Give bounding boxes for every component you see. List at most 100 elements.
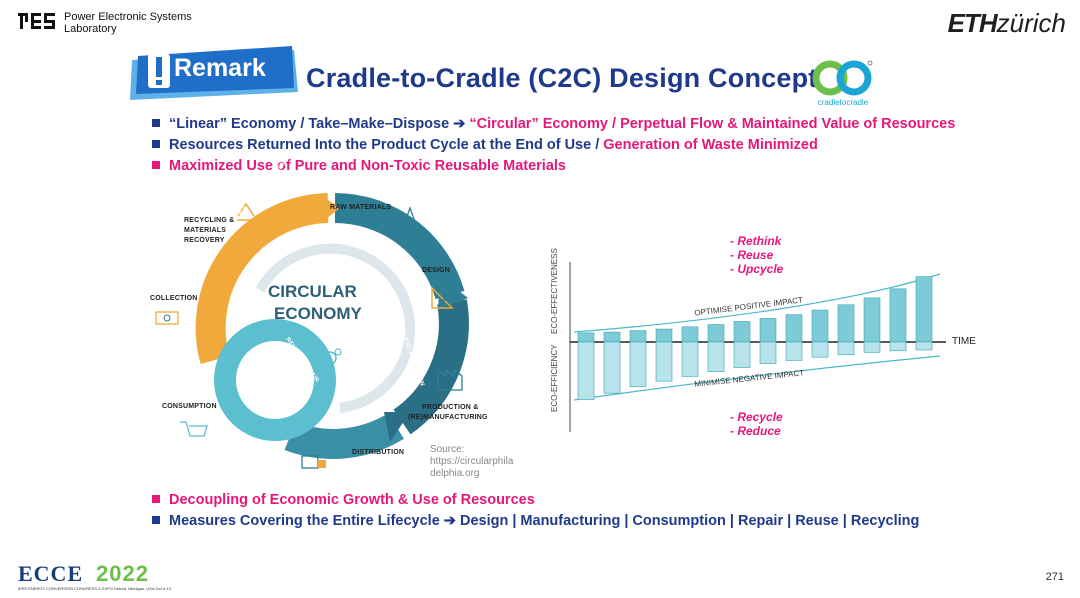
label-upcycle: - Upcycle bbox=[730, 262, 784, 276]
negative-impact-bar bbox=[577, 341, 595, 400]
positive-impact-bar bbox=[577, 332, 595, 343]
negative-impact-bar bbox=[837, 341, 855, 356]
ecce-year-text: 2022 bbox=[96, 561, 149, 586]
inner-text-4: POSSIBLE bbox=[257, 388, 295, 395]
impact-chart: - Rethink - Reuse - Upcycle - Recycle - … bbox=[550, 232, 990, 440]
slide-title: Cradle-to-Cradle (C2C) Design Concept bbox=[306, 63, 818, 93]
source-line3[interactable]: delphia.org bbox=[430, 468, 480, 479]
label-rethink: - Rethink bbox=[730, 234, 782, 248]
positive-impact-bar bbox=[733, 321, 751, 343]
label-collection: COLLECTION bbox=[150, 295, 198, 302]
negative-impact-bar bbox=[603, 341, 621, 394]
label-raw-materials: RAW MATERIALS bbox=[330, 204, 392, 211]
collection-truck-icon bbox=[155, 311, 179, 325]
label-recycling-3: RECOVERY bbox=[184, 237, 225, 244]
bullet-text: Maximized Use of Pure and Non-Toxic Reus… bbox=[169, 158, 566, 174]
time-label: TIME bbox=[952, 336, 976, 347]
eth-logo-light: zürich bbox=[996, 8, 1066, 38]
factory-icon bbox=[437, 368, 463, 391]
negative-impact-bar bbox=[811, 341, 829, 358]
negative-impact-bar bbox=[785, 341, 803, 361]
label-design: DESIGN bbox=[422, 267, 451, 274]
pes-logo bbox=[18, 11, 56, 36]
axis-label-efficiency: ECO-EFFICIENCY bbox=[550, 344, 559, 412]
negative-impact-bar bbox=[707, 341, 725, 372]
axis-label-effectiveness: ECO-EFFECTIVENESS bbox=[550, 248, 559, 334]
design-tools-icon bbox=[431, 281, 461, 309]
lab-name-line1: Power Electronic Systems bbox=[64, 11, 192, 23]
positive-impact-bar bbox=[837, 304, 855, 343]
negative-impact-bar bbox=[889, 341, 907, 352]
positive-impact-bar bbox=[915, 276, 933, 343]
inner-text-2: MATERIALS bbox=[254, 370, 298, 377]
positive-impact-bar bbox=[811, 309, 829, 343]
bullet-text: Resources Returned Into the Product Cycl… bbox=[169, 137, 604, 153]
cart-icon bbox=[180, 421, 208, 437]
bullet-text: “Linear” Economy / Take–Make–Dispose ➔ bbox=[169, 116, 470, 132]
label-distribution: DISTRIBUTION bbox=[352, 449, 405, 456]
negative-impact-bar bbox=[915, 341, 933, 351]
negative-impact-bar bbox=[733, 341, 751, 368]
label-production-2: (RE)MANUFACTURING bbox=[408, 414, 488, 421]
page-number: 271 bbox=[1045, 571, 1064, 583]
source-line2[interactable]: https://circularphila bbox=[430, 456, 514, 467]
bullet-square-icon bbox=[152, 495, 160, 503]
positive-impact-bar bbox=[681, 326, 699, 343]
remark-badge: Remark bbox=[128, 40, 300, 100]
c2c-infinity-icon bbox=[812, 60, 873, 96]
bullet-item: Maximized Use of Pure and Non-Toxic Reus… bbox=[152, 158, 566, 174]
label-recycle: - Recycle bbox=[730, 410, 783, 424]
label-reduce: - Reduce bbox=[730, 424, 781, 438]
trees-icon bbox=[389, 206, 419, 231]
label-consumption: CONSUMPTION bbox=[162, 403, 217, 410]
positive-impact-bar bbox=[759, 318, 777, 343]
positive-impact-bar bbox=[785, 314, 803, 343]
bullet-text: Decoupling of Economic Growth & Use of R… bbox=[169, 492, 535, 508]
ecce-logo: ECCE 2022 IEEE ENERGY CONVERSION CONGRES… bbox=[18, 561, 188, 595]
positive-impact-bar bbox=[707, 324, 725, 343]
negative-impact-bar bbox=[655, 341, 673, 382]
circular-economy-diagram: CIRCULAR ECONOMY USE MATERIALS AS LONG A… bbox=[140, 157, 540, 480]
bullet-text: Measures Covering the Entire Lifecycle ➔… bbox=[169, 513, 920, 529]
remark-badge-label: Remark bbox=[174, 54, 266, 82]
impact-chart-svg bbox=[569, 262, 946, 432]
eth-logo-bold: ETH bbox=[947, 8, 998, 38]
c2c-logo-text: cradletocradle bbox=[817, 98, 869, 107]
bullet-text: “Circular” Economy / Perpetual Flow & Ma… bbox=[469, 116, 956, 132]
positive-impact-bar bbox=[655, 328, 673, 343]
inner-text-3: AS LONG AS bbox=[253, 379, 299, 386]
bullet-square-icon bbox=[152, 119, 160, 127]
label-recycling-2: MATERIALS bbox=[184, 227, 227, 234]
negative-impact-bar bbox=[629, 341, 647, 388]
bullet-item: Measures Covering the Entire Lifecycle ➔… bbox=[152, 513, 919, 529]
lab-name-line2: Laboratory bbox=[64, 23, 117, 35]
negative-impact-bar bbox=[863, 341, 881, 353]
positive-impact-bar bbox=[629, 330, 647, 343]
impact-bars bbox=[577, 276, 933, 400]
positive-impact-bar bbox=[889, 288, 907, 343]
source-line1: Source: bbox=[430, 444, 465, 455]
circular-center-line2: ECONOMY bbox=[274, 304, 362, 323]
positive-impact-bar bbox=[603, 331, 621, 343]
bullet-square-icon bbox=[152, 140, 160, 148]
pes-logo-icon bbox=[18, 13, 55, 29]
bullet-item: Decoupling of Economic Growth & Use of R… bbox=[152, 492, 535, 508]
label-production-1: PRODUCTION & bbox=[422, 404, 479, 411]
bullet-text: Generation of Waste Minimized bbox=[603, 137, 818, 153]
ecce-logo-text: ECCE bbox=[18, 561, 84, 586]
bullet-item: “Linear” Economy / Take–Make–Dispose ➔ “… bbox=[152, 116, 955, 132]
optimise-curve bbox=[573, 273, 941, 333]
gear-icon bbox=[323, 348, 342, 365]
label-recycling-1: RECYCLING & bbox=[184, 217, 235, 224]
truck-icon bbox=[301, 455, 326, 469]
recycle-icon bbox=[236, 202, 256, 221]
bullet-item: Resources Returned Into the Product Cycl… bbox=[152, 137, 818, 153]
label-reuse: - Reuse bbox=[730, 248, 774, 262]
eth-logo: ETHzürich bbox=[948, 8, 1066, 39]
bullet-square-icon bbox=[152, 516, 160, 524]
bullet-square-icon bbox=[152, 161, 160, 169]
circular-center-line1: CIRCULAR bbox=[268, 282, 357, 301]
circular-diagram-graphic bbox=[155, 193, 469, 469]
c2c-logo: cradletocradle bbox=[810, 58, 876, 110]
positive-impact-bar bbox=[863, 297, 881, 343]
